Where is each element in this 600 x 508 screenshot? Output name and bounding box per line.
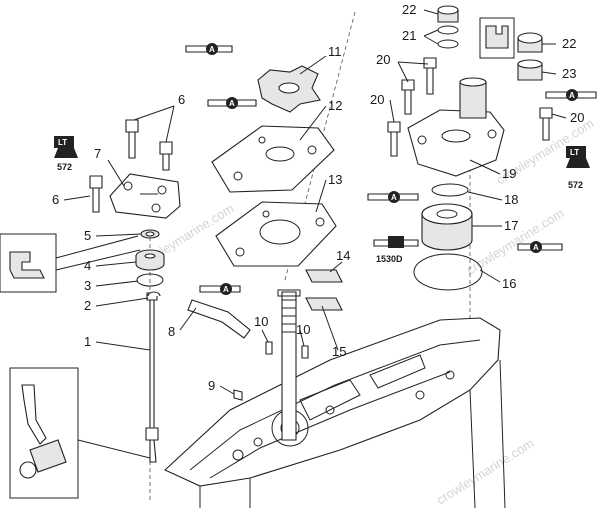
callout-2: 2 bbox=[84, 298, 91, 313]
callout-22-right: 22 bbox=[562, 36, 576, 51]
grease-tag-23-label: A bbox=[569, 91, 575, 100]
plate-12 bbox=[211, 125, 335, 193]
callout-18: 18 bbox=[504, 192, 518, 207]
o-ring-3 bbox=[136, 273, 164, 287]
callout-3: 3 bbox=[84, 278, 91, 293]
bolt-6-upper bbox=[125, 119, 139, 159]
clip-2 bbox=[147, 291, 161, 297]
callout-10-left: 10 bbox=[254, 314, 268, 329]
lt572-right-label: LT bbox=[570, 148, 579, 157]
pad-14 bbox=[305, 269, 343, 283]
grease-tag-18: A bbox=[367, 191, 419, 203]
shift-rod bbox=[145, 292, 159, 463]
callout-22-top: 22 bbox=[402, 2, 416, 17]
callout-12: 12 bbox=[328, 98, 342, 113]
grease-tag-18-label: A bbox=[391, 193, 397, 202]
bracket-7 bbox=[109, 173, 181, 219]
seal-22-right bbox=[517, 32, 543, 53]
grease-tag-top: A bbox=[185, 43, 233, 55]
grease-tag-16-label: A bbox=[533, 243, 539, 252]
callout-9: 9 bbox=[208, 378, 215, 393]
bolt-6-middle bbox=[159, 141, 173, 171]
callout-1: 1 bbox=[84, 334, 91, 349]
seal-22-top bbox=[437, 5, 459, 23]
callout-5: 5 bbox=[84, 228, 91, 243]
callout-11: 11 bbox=[328, 44, 342, 59]
callout-10-right: 10 bbox=[296, 322, 310, 337]
grommet-4 bbox=[135, 249, 165, 271]
callout-20-top: 20 bbox=[376, 52, 390, 67]
pad-15 bbox=[305, 297, 343, 311]
callout-23: 23 bbox=[562, 66, 576, 81]
plate-8 bbox=[187, 299, 251, 339]
grease-tag-23: A bbox=[545, 89, 597, 101]
lt572-left-label: LT bbox=[58, 138, 67, 147]
lt572-left-code: 572 bbox=[57, 162, 72, 172]
lt572-right-code: 572 bbox=[568, 180, 583, 190]
callout-21: 21 bbox=[402, 28, 416, 43]
callout-13: 13 bbox=[328, 172, 342, 187]
watermark-2: crowleymarine.com bbox=[464, 205, 567, 277]
dowel-10-right bbox=[301, 345, 309, 359]
o-ring-18 bbox=[431, 183, 469, 197]
grease-tag-3: A bbox=[199, 283, 241, 295]
callout-numbers: 1 2 3 4 5 6 6 7 8 9 10 10 11 12 13 14 15… bbox=[52, 2, 584, 393]
pump-housing-19 bbox=[407, 77, 505, 177]
callout-19: 19 bbox=[502, 166, 516, 181]
impeller-11 bbox=[257, 65, 321, 113]
seal-5 bbox=[140, 229, 160, 239]
callout-8: 8 bbox=[168, 324, 175, 339]
callout-17: 17 bbox=[504, 218, 518, 233]
seal-detail-box-right bbox=[479, 17, 515, 59]
washer-21 bbox=[437, 25, 459, 49]
grease-tag-top-label: A bbox=[209, 45, 215, 54]
gasket-13 bbox=[215, 201, 337, 267]
bolt-20-lower bbox=[387, 121, 401, 157]
lt572-bottle-right: LT 572 bbox=[566, 146, 590, 190]
callout-6-upper: 6 bbox=[178, 92, 185, 107]
sealant-1530d-tag: 1530D bbox=[373, 236, 419, 264]
insert-cartridge-17 bbox=[421, 203, 473, 251]
bolt-6-lower bbox=[89, 175, 103, 213]
callout-4: 4 bbox=[84, 258, 91, 273]
callout-20-middle: 20 bbox=[370, 92, 384, 107]
pin-9 bbox=[233, 389, 243, 401]
callout-15: 15 bbox=[332, 344, 346, 359]
sealant-1530d-code: 1530D bbox=[376, 254, 403, 264]
bolt-20-middle bbox=[401, 79, 415, 115]
watermark-3: crowleymarine.com bbox=[434, 435, 537, 507]
grease-tag-3-label: A bbox=[223, 285, 229, 294]
callout-6-lower: 6 bbox=[52, 192, 59, 207]
inset-detail-box bbox=[9, 367, 151, 499]
lt572-bottle-left: LT 572 bbox=[54, 136, 78, 172]
dowel-10-left bbox=[265, 341, 273, 355]
grease-tag-12-label: A bbox=[229, 99, 235, 108]
o-ring-16 bbox=[413, 253, 483, 291]
grease-tag-12: A bbox=[207, 97, 257, 109]
bolt-20-upper bbox=[423, 57, 437, 95]
callout-20-right: 20 bbox=[570, 110, 584, 125]
grease-tag-16: A bbox=[517, 241, 563, 253]
bolt-20-right bbox=[539, 107, 553, 141]
callout-16: 16 bbox=[502, 276, 516, 291]
seal-detail-box bbox=[0, 233, 141, 293]
drive-shaft bbox=[277, 289, 301, 441]
callout-7: 7 bbox=[94, 146, 101, 161]
leader-lines bbox=[63, 9, 567, 395]
bushing-23 bbox=[517, 59, 543, 81]
callout-14: 14 bbox=[336, 248, 350, 263]
